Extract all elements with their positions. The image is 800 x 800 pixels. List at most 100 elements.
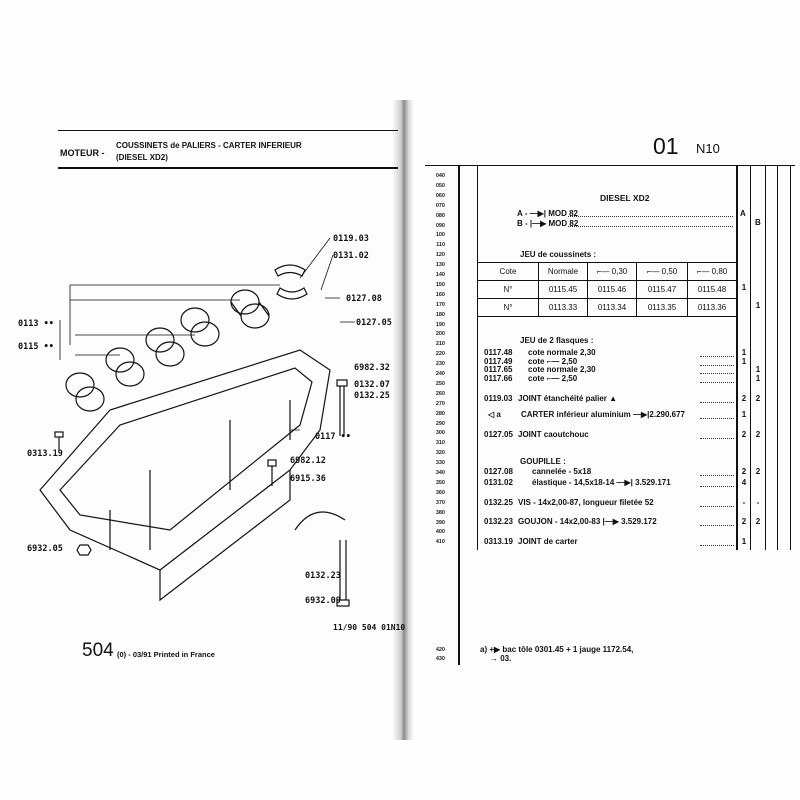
line-number: 190 <box>435 321 445 328</box>
line-number: 340 <box>435 470 445 476</box>
footer-print-info: (0) - 03/91 Printed in France <box>117 650 215 659</box>
line-number: 290 <box>435 420 445 427</box>
line-number: 380 <box>435 509 445 516</box>
page-subtitle: (DIESEL XD2) <box>116 153 168 162</box>
col-e-border <box>790 165 791 550</box>
qty-b: 2 <box>755 517 761 526</box>
header-cell: Normale <box>538 262 588 281</box>
qty-b: 2 <box>755 467 761 476</box>
col-b-border <box>750 165 751 550</box>
qty-a: 2 <box>741 467 747 476</box>
line-number: 320 <box>435 450 445 457</box>
callout-0313-19: 0313.19 <box>27 449 63 459</box>
line-number: 100 <box>435 232 445 239</box>
qty-a: 1 <box>741 537 747 546</box>
part-ref: 0117.48 <box>484 348 513 357</box>
callout-6982-32: 6982.32 <box>354 363 390 373</box>
jeu-coussinets-table: Cote Normale ⌐— 0,30 ⌐— 0,50 ⌐— 0,80 N° … <box>477 262 737 317</box>
top-rule <box>58 130 398 131</box>
line-number: 060 <box>435 192 445 199</box>
cell: 0115.48 <box>687 280 737 299</box>
qty-b: - <box>756 498 760 507</box>
leader-dots <box>568 216 733 217</box>
col-b-marker: B <box>755 218 761 227</box>
header-cell: ⌐— 0,50 <box>636 262 688 281</box>
part-ref: 0127.08 <box>484 467 513 476</box>
callout-0132-23: 0132.23 <box>305 571 341 581</box>
line-number: 210 <box>435 341 445 348</box>
callout-0117: 0117 •• <box>315 432 351 442</box>
leader-dots <box>700 374 734 383</box>
col-a-marker: A <box>740 209 746 218</box>
table-row: N° 0115.45 0115.46 0115.47 0115.48 <box>477 280 737 299</box>
callout-6932-05: 6932.05 <box>27 544 63 554</box>
qty-b: 2 <box>755 394 761 403</box>
page-title: COUSSINETS de PALIERS - CARTER INFERIEUR <box>116 141 302 150</box>
cell: 0113.35 <box>636 298 688 317</box>
line-number: 260 <box>435 390 445 397</box>
qty-b: 1 <box>755 365 761 374</box>
qty-a: 1 <box>741 410 747 419</box>
line-number: 310 <box>435 440 445 447</box>
part-description: JOINT étanchéité palier ▲ <box>518 394 618 403</box>
line-number: 050 <box>435 182 445 189</box>
goupille-label: GOUPILLE : <box>520 457 566 466</box>
cell: 0113.34 <box>587 298 637 317</box>
variant-a: A - —▶| MOD 82 <box>517 209 578 218</box>
part-ref: 0117.65 <box>484 365 513 374</box>
line-number: 170 <box>435 301 445 308</box>
bolts <box>54 379 350 607</box>
line-number: 410 <box>435 539 445 546</box>
line-number: 420 <box>435 647 445 653</box>
jeu-row2-qty-b: 1 <box>755 301 761 310</box>
col-d-border <box>777 165 778 550</box>
line-number: 240 <box>435 371 445 377</box>
cell: 0115.45 <box>538 280 588 299</box>
header-cell: ⌐— 0,30 <box>587 262 637 281</box>
footnote-line-1: a) +▶ bac tôle 0301.45 + 1 jauge 1172.54… <box>480 645 634 654</box>
callout-0127-05: 0127.05 <box>356 318 392 328</box>
table-header-row: Cote Normale ⌐— 0,30 ⌐— 0,50 ⌐— 0,80 <box>477 262 737 281</box>
part-description: JOINT de carter <box>518 537 578 546</box>
diesel-heading: DIESEL XD2 <box>600 193 650 203</box>
part-description: cote ⌐— 2,50 <box>528 374 578 383</box>
oil-pan <box>39 349 331 602</box>
cell: N° <box>477 280 539 299</box>
line-number: 090 <box>435 222 445 229</box>
part-ref: 0117.66 <box>484 374 513 383</box>
line-number: 270 <box>435 400 445 407</box>
qty-a: 4 <box>741 478 747 487</box>
line-number: 330 <box>435 460 445 467</box>
callout-0132-25: 0132.25 <box>354 391 390 401</box>
bearing-shells <box>65 264 308 412</box>
line-number: 080 <box>435 212 445 219</box>
part-description: VIS - 14x2,00-87, longueur filetée 52 <box>518 498 654 507</box>
qty-a: 2 <box>741 517 747 526</box>
leader-dots <box>700 498 734 507</box>
line-number: 040 <box>435 173 445 179</box>
cell: 0115.46 <box>587 280 637 299</box>
line-number: 390 <box>435 519 445 526</box>
part-description: CARTER inférieur aluminium —▶|2.290.677 <box>521 410 685 419</box>
line-number: 220 <box>435 351 445 358</box>
line-number: 180 <box>435 311 445 318</box>
title-rule <box>58 167 398 169</box>
callout-0119-03: 0119.03 <box>333 234 369 244</box>
line-number: 400 <box>435 529 445 536</box>
cell: 0113.36 <box>687 298 737 317</box>
line-number: 300 <box>435 430 445 437</box>
leader-dots <box>700 365 734 374</box>
part-description: cote normale 2,30 <box>528 348 596 357</box>
jeu-row1-qty-a: 1 <box>741 283 747 292</box>
subgroup-code: N10 <box>696 141 720 156</box>
leader-dots <box>700 478 734 487</box>
qty-a: 1 <box>741 357 747 366</box>
leader-dots <box>700 517 734 526</box>
part-ref: ◁ a <box>488 410 501 419</box>
jeu-coussinets-label: JEU de coussinets : <box>520 250 597 259</box>
part-ref: 0132.23 <box>484 517 513 526</box>
callout-0113: 0113 •• <box>18 319 54 329</box>
line-number: 120 <box>435 252 445 259</box>
part-description: cote ⌐— 2,50 <box>528 357 578 366</box>
